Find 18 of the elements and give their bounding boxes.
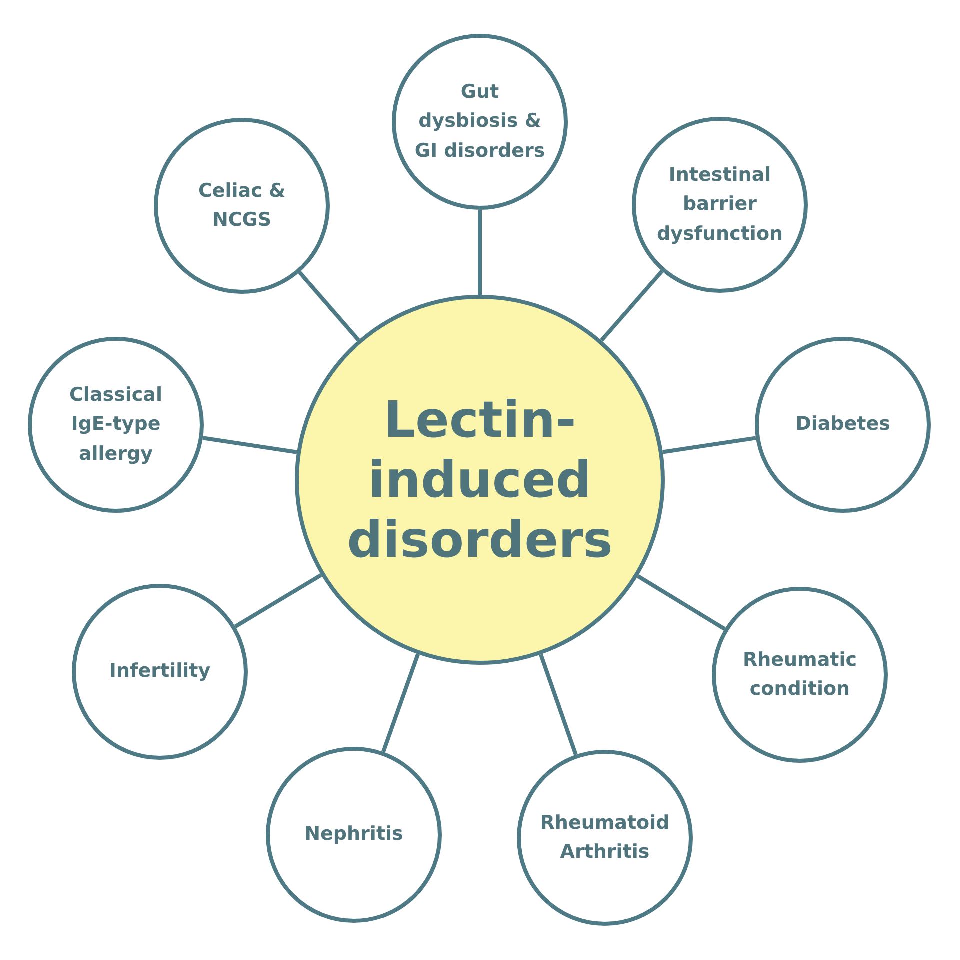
- connector-line: [202, 436, 298, 454]
- topic-label: Diabetes: [796, 412, 890, 438]
- topic-label: Classical IgE-type allergy: [68, 382, 164, 467]
- topic-label: Rheumatoid Arthritis: [539, 810, 671, 865]
- topic-label: Rheumatic condition: [742, 648, 858, 702]
- topic-label: Celiac & NCGS: [197, 178, 287, 233]
- topic-label: Intestinal barrier dysfunction: [656, 162, 784, 247]
- connector-line: [234, 573, 322, 628]
- connector-line: [600, 270, 664, 342]
- connector-line: [636, 574, 726, 631]
- topic-label: Gut dysbiosis & GI disorders: [414, 80, 546, 164]
- connector-line: [382, 654, 420, 753]
- connector-line: [662, 436, 756, 454]
- connector-line: [298, 271, 360, 342]
- topic-label: Nephritis: [304, 822, 404, 848]
- central-title: Lectin-induced disorders: [346, 390, 614, 570]
- connector-line: [478, 210, 482, 295]
- topic-label: Infertility: [109, 659, 211, 684]
